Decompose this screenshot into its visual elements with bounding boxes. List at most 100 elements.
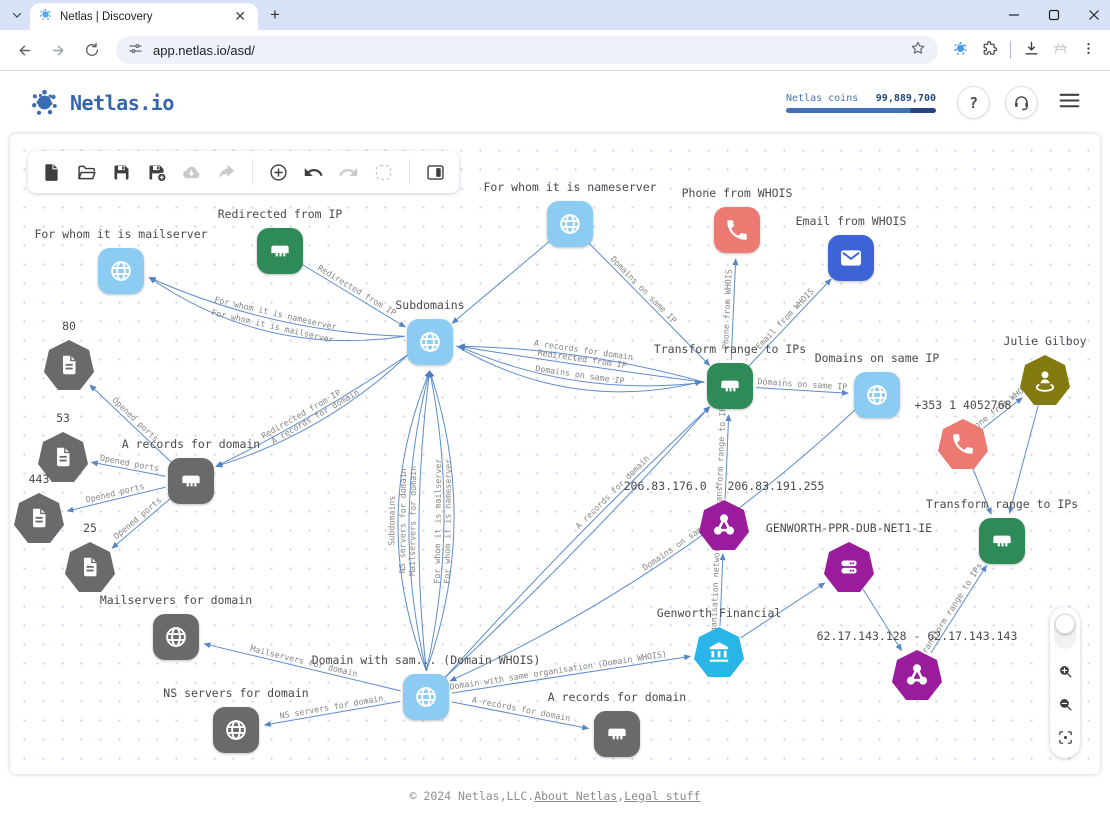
zoom-slider[interactable]	[1054, 613, 1076, 649]
legal-link[interactable]: Legal stuff	[624, 788, 701, 803]
downloads-icon[interactable]	[1023, 40, 1040, 61]
window-minimize-button[interactable]	[1008, 9, 1020, 21]
save-file-icon	[114, 165, 129, 179]
extensions-puzzle-icon[interactable]	[981, 40, 998, 61]
genworth-net-node[interactable]	[824, 542, 874, 592]
tab-close-icon[interactable]: ✕	[234, 8, 246, 24]
mailserver-for-node[interactable]	[98, 248, 144, 294]
help-button[interactable]: ?	[957, 86, 990, 119]
phone-whois-node[interactable]	[714, 207, 760, 253]
share-icon	[218, 164, 235, 178]
edge-label: Domains on same IP	[609, 254, 679, 325]
graph-edge	[443, 406, 711, 679]
ns-servers-dom-node[interactable]	[213, 707, 259, 753]
site-settings-icon[interactable]	[128, 41, 143, 60]
undo-icon	[304, 167, 323, 176]
back-button[interactable]	[10, 36, 38, 64]
copyright-text: © 2024 Netlas,LLC.	[409, 788, 535, 803]
domains-same-ip-node[interactable]	[854, 372, 900, 418]
a-records2-node[interactable]	[594, 711, 640, 757]
redo-icon	[339, 167, 358, 176]
phone-whois-label: Phone from WHOIS	[681, 186, 793, 200]
bookmark-star-icon[interactable]	[910, 40, 926, 60]
phone353-node[interactable]	[938, 419, 988, 469]
phone-icon	[727, 220, 747, 240]
favicon-netlas-icon	[38, 7, 53, 26]
new-tab-button[interactable]: +	[270, 5, 280, 24]
range206-node[interactable]	[699, 500, 749, 550]
zoom-slider-knob[interactable]	[1055, 614, 1075, 634]
labs-icon[interactable]	[1052, 40, 1069, 61]
mailserver-for-label: For whom it is mailserver	[34, 227, 208, 241]
browser-tab-strip: Netlas | Discovery ✕ +	[0, 0, 1110, 30]
netlas-logo[interactable]: Netlas.io	[28, 86, 174, 119]
range62-node[interactable]	[892, 650, 942, 700]
mailservers-dom-node[interactable]	[153, 614, 199, 660]
netlas-extension-icon[interactable]	[952, 40, 969, 61]
zoom-out-button[interactable]	[1054, 693, 1076, 715]
graph-edge	[111, 497, 172, 549]
email-whois-label: Email from WHOIS	[795, 214, 907, 228]
genworth-fin-node[interactable]	[694, 627, 744, 677]
genworth-fin-label: Genworth Financial	[656, 606, 782, 620]
edge-label: A records for domain	[269, 387, 360, 446]
domain-whois-node[interactable]	[403, 674, 449, 720]
new-file-button[interactable]	[41, 162, 62, 183]
redo-button	[338, 162, 359, 183]
toggle-panel-icon	[427, 164, 444, 180]
hub-icon	[906, 664, 928, 685]
graph-edge	[203, 642, 401, 692]
reload-button[interactable]	[78, 36, 106, 64]
globe-icon	[867, 385, 887, 405]
window-close-button[interactable]	[1088, 9, 1100, 21]
browser-toolbar: app.netlas.io/asd/	[0, 30, 1110, 71]
port443-node[interactable]	[14, 493, 64, 543]
open-file-button[interactable]	[76, 162, 97, 183]
email-whois-node[interactable]	[828, 235, 874, 281]
port80-label: 80	[62, 319, 76, 333]
forward-button[interactable]	[44, 36, 72, 64]
port80-node[interactable]	[44, 340, 94, 390]
host-icon	[182, 475, 200, 487]
select-area-button	[373, 162, 394, 183]
domains-same-ip-label: Domains on same IP	[814, 351, 940, 365]
about-link[interactable]: About Netlas	[534, 788, 618, 803]
save-file-button[interactable]	[111, 162, 132, 183]
port25-node[interactable]	[65, 542, 115, 592]
graph-edge	[755, 387, 849, 396]
toolbar-separator	[252, 159, 253, 185]
url-bar[interactable]: app.netlas.io/asd/	[116, 36, 938, 64]
phone-icon	[953, 434, 973, 454]
edge-label: Redirected from IP	[316, 263, 398, 318]
browser-menu-icon[interactable]	[1081, 41, 1096, 60]
window-maximize-button[interactable]	[1048, 9, 1060, 21]
brand-name: Netlas.io	[70, 90, 174, 115]
a-records1-node[interactable]	[168, 458, 214, 504]
nameserver-for-node[interactable]	[547, 201, 593, 247]
redirected-ip-node[interactable]	[257, 228, 303, 274]
headset-icon	[1015, 96, 1028, 111]
browser-tab[interactable]: Netlas | Discovery ✕	[30, 3, 258, 30]
subdomains-node[interactable]	[407, 319, 453, 365]
share-button	[216, 162, 237, 183]
save-as-file-button[interactable]	[146, 162, 167, 183]
fit-view-button[interactable]	[1054, 726, 1076, 748]
globe-icon	[166, 627, 186, 647]
zoom-in-button[interactable]	[1054, 660, 1076, 682]
julie-node[interactable]	[1020, 355, 1070, 405]
support-button[interactable]	[1005, 86, 1038, 119]
transform2-node[interactable]	[979, 518, 1025, 564]
transform1-node[interactable]	[707, 363, 753, 409]
tab-search-chevron-icon[interactable]	[6, 4, 28, 26]
port53-node[interactable]	[38, 432, 88, 482]
toggle-panel-button[interactable]	[425, 162, 446, 183]
graph-edge	[148, 277, 405, 342]
menu-button[interactable]	[1057, 88, 1082, 117]
edge-label: Opened ports	[111, 495, 163, 541]
url-text[interactable]: app.netlas.io/asd/	[153, 42, 255, 58]
edge-label: Phone from WHOIS	[720, 269, 734, 349]
add-node-button[interactable]	[268, 162, 289, 183]
undo-button[interactable]	[303, 162, 324, 183]
edge-label: A records for domain	[533, 338, 633, 362]
